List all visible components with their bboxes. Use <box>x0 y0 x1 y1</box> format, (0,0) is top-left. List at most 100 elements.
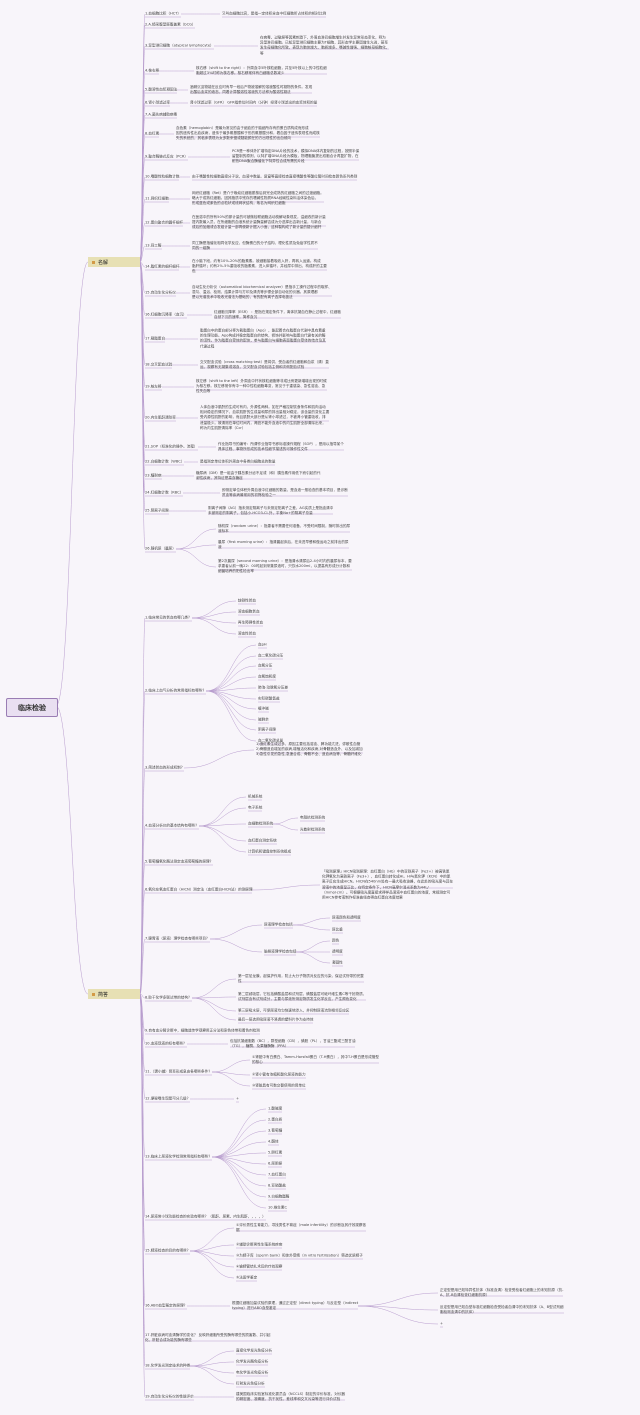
topic-level-2[interactable]: 血色素（hemoglobin）是最为常见的由于细血的于脑细所存有的蛋白质构成而形… <box>176 126 320 141</box>
topic-level-1[interactable]: 18.化学发光测定技术的种类 <box>145 1363 191 1368</box>
topic-level-3[interactable]: 正定型是用已知特异性抗体（标准血清）检查受检者红细胞上的未知抗原（抗- A、抗-… <box>440 1287 564 1297</box>
topic-level-2[interactable]: 缓冲碱 <box>258 706 269 711</box>
topic-level-2[interactable]: ①评价男性生育能力，寻找男性不育症（male infertility）的诊断及其… <box>236 1222 367 1232</box>
topic-level-3[interactable]: 尿比重 <box>332 927 343 932</box>
topic-level-3[interactable]: 凝固性 <box>332 960 343 965</box>
topic-level-2[interactable]: 1.酸碱度 <box>268 1106 283 1111</box>
topic-level-2[interactable]: 根据红细胞加量试验的原理，通过正定型（direct typing）与反定型（in… <box>232 1300 359 1310</box>
topic-level-3[interactable]: 尿液颜色和透明度 <box>332 915 361 920</box>
topic-level-2[interactable]: 即测定单位体积外周血液中红细胞的数量，是血液一般检查的基本项目，是诊断 贫血等疾… <box>222 487 348 497</box>
topic-level-2[interactable]: 作业指导书的编号：所谓作业指导书即标准操作规程（SOP），是用以指导某个 具体过… <box>218 441 344 451</box>
topic-level-2[interactable]: 衍射发光免疫分析 <box>236 1381 265 1386</box>
topic-level-1[interactable]: 9.自有血分裂诊断中，细胞遗传学观察用正分法和染色体带和着色剂检测 <box>145 1028 260 1033</box>
topic-level-2[interactable]: 实际碳酸氢盐 <box>258 696 280 701</box>
topic-level-2[interactable]: 由于嗜酸性粒细胞直接分子说，血液中数量。屈窗等直接检查直接嗜酸性等酸位管时间检查… <box>192 174 358 179</box>
topic-level-2[interactable]: ④输精管结扎术后的疗效观察 <box>236 1264 283 1269</box>
topic-level-2[interactable]: 再生障碍性贫血 <box>238 620 264 625</box>
topic-level-2[interactable]: 直接化学发光免疫分析 <box>236 1348 272 1353</box>
topic-level-3[interactable]: 透明度 <box>332 949 343 954</box>
topic-level-2[interactable]: 6.尿胆原 <box>268 1161 283 1166</box>
topic-level-2[interactable]: ①肾脏中有白蛋白、Tamm-Horsfall蛋白（T-H蛋白），其中T-H蛋白是… <box>252 1054 380 1064</box>
topic-level-2[interactable]: 血pH <box>258 642 267 647</box>
topic-level-1[interactable]: 14.尿液常小球功能检查的实验有哪些？（肌酐、尿素、内生肌酐，，，，） <box>145 1214 266 1219</box>
topic-level-1[interactable]: 5.葡萄糖氧化酶法测定血液葡萄糖的原理？ <box>145 859 214 864</box>
topic-level-2[interactable]: 3.葡萄糖 <box>268 1128 283 1133</box>
topic-level-2[interactable]: 核左移（shift to the left）外周血中杆状核粒细胞等非成比例更新增… <box>196 379 327 394</box>
topic-level-2[interactable]: 肾小球滤过率（GFR） GFR指单位时间内（分钟）经肾小球滤出的血浆体积的量 <box>190 100 318 105</box>
topic-level-1[interactable]: 13.同工酶 <box>145 243 162 248</box>
topic-level-1[interactable]: 4.核右移 <box>145 68 160 73</box>
topic-level-2[interactable]: 血二氧化碳总量 <box>258 738 284 743</box>
topic-level-1[interactable]: 16.ABO血型鉴定的原理？ <box>145 1303 188 1308</box>
topic-level-2[interactable]: 缺铁性贫血 <box>238 598 256 603</box>
topic-level-2[interactable]: 1)造红素生成过多，原因主要包括溶血、脾功能亢进、弥散性血管 2)骨髓造血增加的… <box>256 742 363 757</box>
topic-level-2[interactable]: 晨尿（first morning urine）：指清晨起床后，在未进早餐和做运动… <box>218 539 349 549</box>
branch-2[interactable]: 简答 <box>88 989 140 999</box>
topic-level-2[interactable]: 阴离子间隙 <box>258 727 276 732</box>
topic-level-1[interactable]: 13.临床上尿液化学检测常用指标有哪些？ <box>145 1154 212 1159</box>
topic-level-2[interactable]: 溶血细胞贫血 <box>238 609 260 614</box>
topic-level-2[interactable]: 脑脊液理学检查包括 <box>264 949 297 954</box>
topic-level-1[interactable]: 21.SOP（标准化的操作。流程） <box>145 444 198 449</box>
topic-level-2[interactable]: 肺泡-动脉氧分压差 <box>258 685 289 690</box>
topic-level-1[interactable]: 1.临床常见的贫血有哪几类？ <box>145 615 192 620</box>
topic-level-2[interactable]: 网织红细胞（Ret）是介于晚幼红细胞脱核后到完全成熟的红细胞之间的过渡细胞。 略… <box>192 191 324 206</box>
topic-level-1[interactable]: 5.酸溶性血浆凝固法 <box>145 87 178 92</box>
topic-level-1[interactable]: 24.红细胞计数（RBC） <box>145 490 184 495</box>
topic-level-2[interactable]: 阴离子间隙（AG）指未测定阴离子与未测定阳离子之差，AG实质上是指血清中 未被测… <box>208 505 334 515</box>
topic-level-1[interactable]: 14.脂红素的细杆细杆 <box>145 264 180 269</box>
topic-level-1[interactable]: 20.内生肌酐清除率 <box>145 415 176 420</box>
topic-level-2[interactable]: ⑤法医学鉴定 <box>236 1275 258 1280</box>
topic-level-2[interactable]: 糖尿病（DM）是一组由于胰岛素分泌不足或（和）胰岛素作用低下而引起的代 谢性疾病… <box>196 470 321 480</box>
topic-level-1[interactable]: 9.聚合酶链式反应（PCR） <box>145 154 188 159</box>
topic-level-2[interactable]: 在小脑下段，约有10%-20%的脂素素。被细胞接着吸收入肝，再转入运道。构成 脂… <box>192 259 327 274</box>
topic-level-2[interactable]: 第一层尼龙膜，起保护作用，防止大分子物质对反应的污染，保证试剂带的完整 性 <box>238 973 364 983</box>
topic-level-3[interactable]: 反定型是用已知血型标准红细胞检查受检者血清中的未知抗体（A、B型试剂细 胞检测血… <box>440 1304 564 1314</box>
topic-level-2[interactable]: ③为精子库（sperm bank）和体外受精（in vitro fertiliz… <box>236 1253 363 1258</box>
topic-level-2[interactable]: 第三层吸水层，可使尿液均匀快速地渗入，并抑制尿液流到相邻反应区 <box>238 1008 350 1013</box>
topic-level-2[interactable]: 又叫血细胞比容，是指一定体积全血中红细胞所占体积的相对比例 <box>222 11 327 16</box>
topic-level-2[interactable]: 化学发光酶免疫分析 <box>236 1359 269 1364</box>
topic-level-1[interactable]: 26.随机尿（晨尿） <box>145 546 176 551</box>
topic-level-2[interactable]: 9.白细胞酯酶 <box>268 1194 290 1199</box>
topic-level-1[interactable]: 8.胶干化学多联试带的结构？ <box>145 995 192 1000</box>
topic-level-2[interactable]: 是指测定单位体积外周血中各类白细胞总的数量 <box>200 459 276 464</box>
topic-level-1[interactable]: 23.糖耐病 <box>145 473 162 478</box>
topic-level-1[interactable]: 7.腺胃液（尿液）理学检查有哪些项目？ <box>145 936 210 941</box>
topic-level-1[interactable]: 25.阴离子间隙 <box>145 508 169 513</box>
topic-level-1[interactable]: 1.血细胞比积（HCT） <box>145 11 181 16</box>
topic-level-2[interactable]: 人体血液中肌酐的生成可有内、外源性两种。如在严格控制饮食条件和肌肉活动 相对稳定… <box>200 404 330 430</box>
topic-level-1[interactable]: 6.氧化在氧血红蛋白（HiCN）测定法（血红蛋白HiCN法）的测原理 <box>145 887 253 892</box>
topic-level-2[interactable]: 自动生化分析仪（automatical biochemical analyzer… <box>192 285 332 300</box>
topic-level-1[interactable]: 15.精液检查的目的有哪些？ <box>145 1248 191 1253</box>
topic-level-1[interactable]: 8.血红素 <box>145 131 160 136</box>
topic-level-2[interactable]: 第二层绒吸层，它包括碘酸盐层和试剂层，碘酸盐层可破坏维生素C等干扰物质， 试剂层… <box>238 991 367 1001</box>
topic-level-2[interactable]: PCR是一种体外扩增特定DNA片段的技术，模拟DNA体内复制的过程，按照半保 留… <box>232 149 360 164</box>
topic-level-2[interactable]: 第2次晨尿（second morning urine）：是指清水清尿后2-4小时… <box>218 559 352 574</box>
topic-level-1[interactable]: 12.蛋白聚合的圆杆细杆 <box>145 220 184 225</box>
topic-level-1[interactable]: 11.（谓小辅）肾至形成息由各哪些条件？ <box>145 1069 212 1074</box>
topic-level-1[interactable]: 3.异型淋巴细胞（atypical lymphocyte） <box>145 43 214 48</box>
topic-level-2[interactable]: 核右移（shift to the right）：外周血中5叶核粒细胞，并至5叶核… <box>196 65 327 75</box>
topic-level-3[interactable]: + <box>236 1096 240 1101</box>
topic-level-1[interactable]: 17.载脂蛋白 <box>145 336 166 341</box>
topic-level-2[interactable]: 建美国临床实验室标准化委员会（NCCLS）制定的评价标准，对仪器 的精密度、准确… <box>236 1391 346 1401</box>
topic-level-1[interactable]: 6.肾小球滤过率 <box>145 100 170 105</box>
topic-level-2[interactable]: 电子系统 <box>248 805 263 810</box>
topic-level-2[interactable]: 10.维生素C <box>268 1205 288 1210</box>
topic-level-2[interactable]: 尿液理学检查包括 <box>264 922 293 927</box>
topic-level-1[interactable]: 10.血液现液的标有哪些？ <box>145 1041 187 1046</box>
topic-level-2[interactable]: 包括抗凝细胞数（BC），群型细胞（CB），碘胆（PL），甘油三酯或三酰甘油 （T… <box>230 1038 356 1048</box>
topic-level-1[interactable]: 4.血液分析仪的基本结构有哪些？ <box>145 823 199 828</box>
topic-level-2[interactable]: 「吸测原理」HiCN吸测原理：血红蛋白（Hb）中的亚铁离子（Fe2+）被高铁氰 … <box>322 869 454 900</box>
topic-level-2[interactable]: 计算机和键盘控制系统组成 <box>248 849 292 854</box>
topic-level-2[interactable]: 酒精沉淀物能在反应时有早一段后产物被溶解的溶液酸性时凝物的条件。发现 出酸后血浆… <box>190 84 313 94</box>
topic-level-2[interactable]: 血氧饱和度 <box>258 674 276 679</box>
topic-level-2[interactable]: 5.胆红素 <box>268 1150 283 1155</box>
topic-level-3[interactable]: 电阻抗检测系统 <box>300 815 326 820</box>
topic-level-2[interactable]: 红细胞沉降率（ESR） ：是指在规定条件下，离体抗凝血在静止过程中，红细胞 自然… <box>214 309 341 319</box>
topic-level-1[interactable]: 3.简述贫血的形成机制？ <box>145 765 185 770</box>
root-topic[interactable]: 临床检验 <box>6 698 58 717</box>
topic-level-2[interactable]: 血细胞检测系统 <box>248 821 274 826</box>
topic-level-2[interactable]: 2.蛋白质 <box>268 1117 283 1122</box>
